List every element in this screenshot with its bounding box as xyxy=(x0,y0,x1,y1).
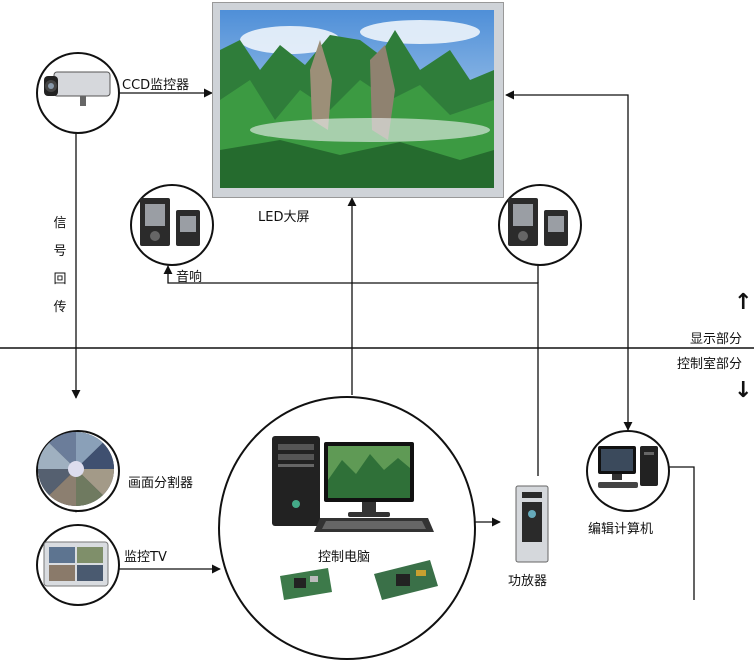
splitter-label: 画面分割器 xyxy=(128,476,194,491)
display-section-label: 显示部分 xyxy=(690,332,743,347)
tv-monitor-icon xyxy=(43,541,109,587)
ccd-camera-label: CCD监控器 xyxy=(122,78,190,93)
connection-lines xyxy=(0,88,754,600)
signal-return-char: 传 xyxy=(53,300,67,315)
split-screen-icon xyxy=(38,432,114,506)
sound-card-icon xyxy=(374,560,438,600)
speaker-icon xyxy=(140,198,200,246)
desktop-tower-icon xyxy=(272,436,320,526)
signal-return-char: 号 xyxy=(53,244,67,259)
lcd-monitor-icon xyxy=(324,442,414,517)
speaker-icon xyxy=(508,198,568,246)
editing-pc-label: 编辑计算机 xyxy=(588,522,654,537)
amplifier-label: 功放器 xyxy=(508,574,548,589)
signal-return-char: 信 xyxy=(53,216,67,231)
led-screen-label: LED大屏 xyxy=(258,210,310,225)
computer-icon xyxy=(598,446,658,488)
signal-return-char: 回 xyxy=(53,272,67,287)
down-arrow-icon: ↓ xyxy=(734,378,753,403)
editing-pc-output-line xyxy=(668,466,695,600)
capture-card-icon xyxy=(280,568,332,600)
up-arrow-icon: ↑ xyxy=(734,290,753,315)
mountain-landscape-image xyxy=(220,10,494,188)
camera-icon xyxy=(44,71,111,106)
control-room-section-label: 控制室部分 xyxy=(677,357,743,372)
monitor-tv-label: 监控TV xyxy=(124,550,167,565)
amplifier-icon xyxy=(515,485,549,563)
editing-pc-to-led-line xyxy=(505,90,633,431)
control-pc-label: 控制电脑 xyxy=(318,550,371,565)
keyboard-icon xyxy=(314,518,434,532)
signal-return-label: 信 号 回 传 xyxy=(52,210,68,322)
speaker-label: 音响 xyxy=(176,270,203,285)
